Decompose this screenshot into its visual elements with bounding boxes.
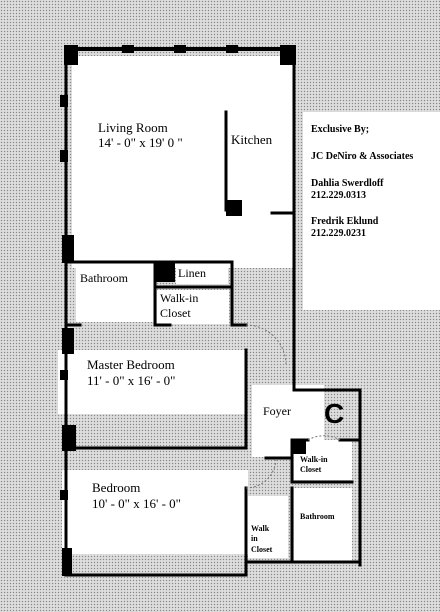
second-bathroom-label: Bathroom [300, 512, 335, 521]
agent-2-name: Fredrik Eklund [311, 216, 379, 227]
bedroom-dimensions: 10' - 0" x 16' - 0" [92, 496, 181, 511]
bedroom-closet-label-line3: Closet [251, 545, 273, 554]
listing-info-panel [303, 112, 440, 310]
unit-c-marker: C [324, 398, 345, 429]
firm-name: JC DeNiro & Associates [311, 151, 414, 162]
master-bedroom-label: Master Bedroom [87, 357, 175, 372]
bedroom-closet-label-line2: in [251, 534, 258, 543]
bedroom-area [62, 470, 248, 554]
agent-2-phone: 212.229.0231 [311, 228, 366, 239]
exclusive-label: Exclusive By; [311, 124, 370, 135]
linen-label: Linen [178, 266, 206, 280]
foyer-label: Foyer [263, 404, 291, 418]
living-room-area [72, 56, 294, 268]
living-room-label: Living Room [98, 120, 168, 135]
master-bedroom-area [58, 350, 246, 414]
bathroom-label: Bathroom [80, 271, 128, 285]
living-room-dimensions: 14' - 0" x 19' 0 " [98, 135, 183, 150]
bathroom-area [76, 266, 154, 322]
walk-in-closet-label-line2: Closet [160, 306, 191, 320]
walk-in-closet-area [157, 290, 229, 324]
foyer-closet-label-line2: Closet [300, 465, 322, 474]
master-bedroom-dimensions: 11' - 0" x 16' - 0" [87, 373, 176, 388]
agent-1-phone: 212.229.0313 [311, 190, 366, 201]
agent-1-name: Dahlia Swerdloff [311, 178, 384, 189]
second-bathroom-area [294, 488, 352, 562]
walk-in-closet-label-line1: Walk-in [160, 291, 199, 305]
linen-area [176, 266, 228, 284]
kitchen-label: Kitchen [231, 132, 273, 147]
bedroom-walk-in-closet-area [248, 496, 288, 558]
bedroom-label: Bedroom [92, 480, 141, 495]
foyer-closet-label-line1: Walk-in [300, 455, 328, 464]
bedroom-closet-label-line1: Walk [251, 524, 270, 533]
